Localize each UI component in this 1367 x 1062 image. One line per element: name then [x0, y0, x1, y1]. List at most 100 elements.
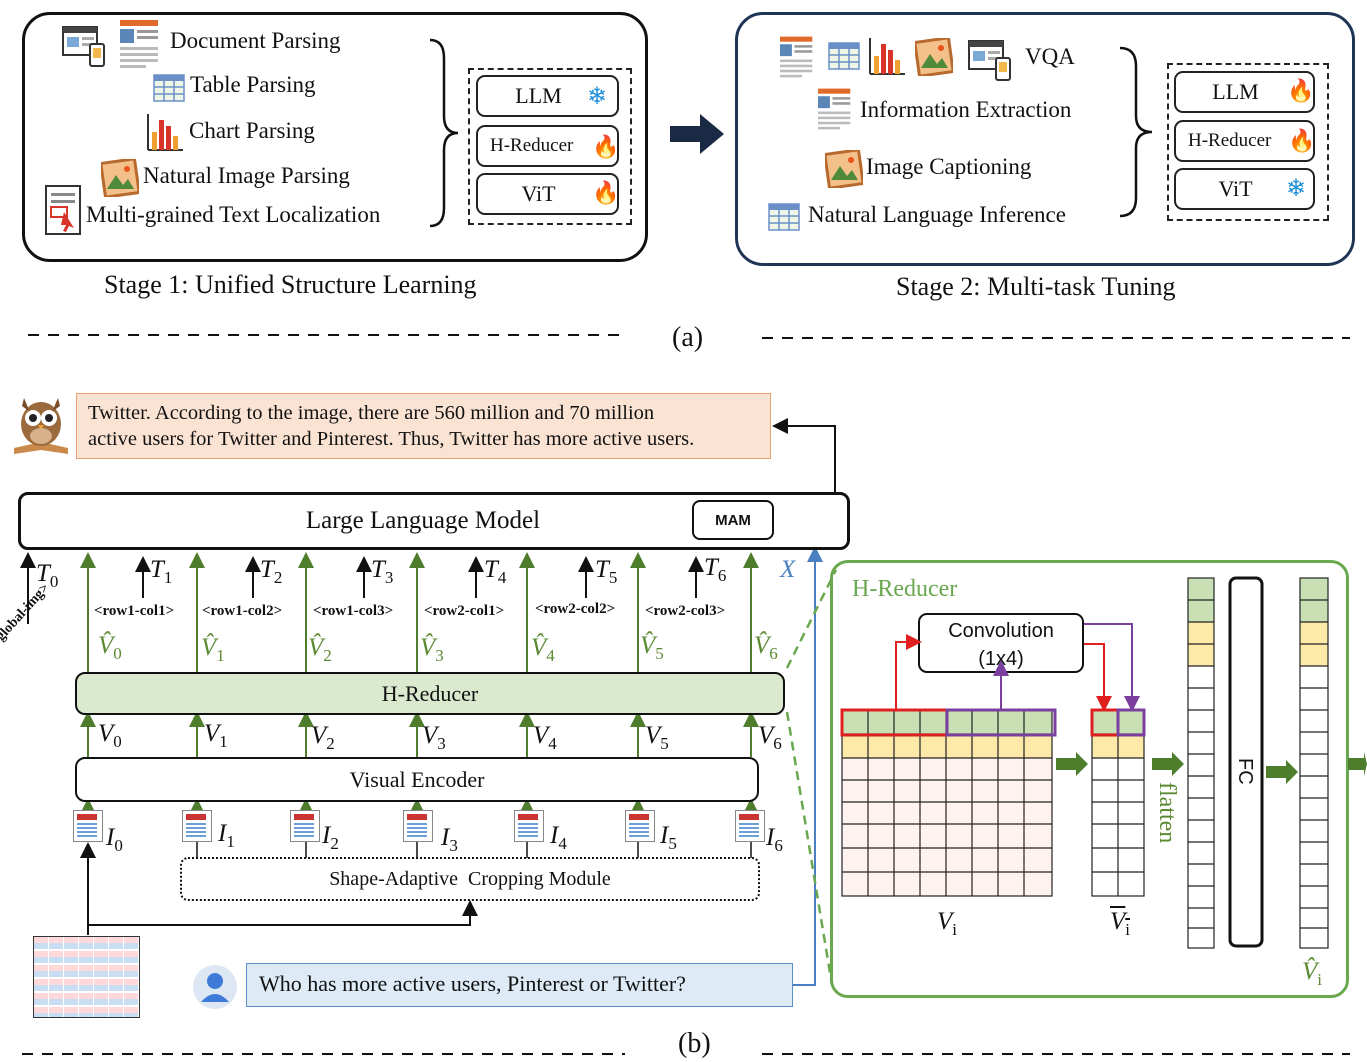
- owl-icon: [14, 398, 68, 454]
- t2-label: T2: [260, 556, 283, 587]
- stage-arrow-icon: [670, 114, 724, 154]
- task-document-parsing: Document Parsing: [170, 28, 341, 53]
- hreducer-detail-graphics: [840, 576, 1367, 949]
- t1-label: T1: [150, 556, 173, 587]
- stage1-llm-module: LLM: [476, 75, 619, 117]
- task-chart-parsing: Chart Parsing: [189, 118, 315, 143]
- t5-label: T5: [595, 556, 618, 587]
- t4-label: T4: [484, 556, 507, 587]
- row-token: <row1-col2>: [202, 603, 283, 619]
- table-icon: [828, 42, 860, 70]
- x-label: X: [780, 556, 796, 583]
- row-token: <row1-col1>: [94, 603, 175, 619]
- flame-icon: 🔥: [1288, 128, 1316, 153]
- fc-label: FC: [1234, 758, 1256, 785]
- stage2-vit-module: ViT: [1174, 168, 1315, 210]
- visual-encoder-block: Visual Encoder: [75, 757, 759, 802]
- snowflake-icon: ❄: [1286, 176, 1307, 202]
- natural-image-icon: [915, 38, 953, 76]
- t0-label: T0: [36, 560, 59, 591]
- t6-label: T6: [704, 554, 727, 585]
- label-a: (a): [672, 322, 704, 353]
- v0-label: V0: [98, 720, 122, 751]
- stage1-modules-box: [468, 68, 632, 225]
- brace-stage1: [429, 38, 459, 228]
- chart-icon: [869, 38, 905, 75]
- row-token: <row1-col3>: [313, 603, 394, 619]
- v4-label: V4: [533, 722, 557, 753]
- web-mobile-icon: [968, 40, 1011, 81]
- stage1-hreducer-module: H-Reducer: [476, 125, 619, 167]
- table-icon: [153, 74, 185, 102]
- v5-label: V5: [645, 722, 669, 753]
- answer-line-2: active users for Twitter and Pinterest. …: [88, 428, 695, 450]
- stage2-caption: Stage 2: Multi-task Tuning: [896, 272, 1176, 301]
- stage1-caption: Stage 1: Unified Structure Learning: [104, 270, 477, 299]
- snowflake-icon: ❄: [587, 84, 608, 110]
- flame-icon: 🔥: [592, 180, 620, 205]
- label-b: (b): [678, 1028, 711, 1059]
- dashed-separator: [28, 334, 1350, 339]
- document-icon: [818, 88, 851, 130]
- flame-icon: 🔥: [592, 134, 620, 159]
- chart-icon: [147, 114, 183, 151]
- natural-image-icon: [101, 159, 139, 197]
- task-vqa: VQA: [1025, 44, 1075, 69]
- i3-label: I3: [441, 824, 458, 855]
- text-localization-icon: [45, 185, 81, 235]
- vhat1-label: V̂1: [201, 634, 225, 665]
- dashed-separator: [22, 1053, 1350, 1055]
- question-box: [246, 963, 793, 1007]
- flame-icon: 🔥: [1287, 78, 1315, 103]
- hreducer-detail-title: H-Reducer: [852, 576, 958, 602]
- task-text-localization: Multi-grained Text Localization: [86, 202, 381, 227]
- question-text: Who has more active users, Pinterest or …: [259, 971, 686, 996]
- answer-line-1: Twitter. According to the image, there a…: [88, 402, 655, 424]
- vhat3-label: V̂3: [420, 634, 444, 665]
- row-token: <row2-col2>: [535, 601, 616, 617]
- hreducer-block: H-Reducer: [75, 672, 785, 715]
- vhat6-label: V̂6: [754, 632, 778, 663]
- i1-label: I1: [218, 820, 235, 851]
- vi-label: Vi: [937, 908, 958, 939]
- i5-label: I5: [660, 822, 677, 853]
- crop-thumbnail: [735, 810, 765, 842]
- vhat2-label: V̂2: [308, 634, 332, 665]
- input-image-thumbnail: [33, 936, 140, 1018]
- answer-box: [76, 393, 771, 459]
- stage2-modules-box: [1167, 63, 1329, 221]
- stage2-llm-module: LLM: [1174, 71, 1315, 113]
- flatten-label: flatten: [1154, 782, 1180, 844]
- i6-label: I6: [766, 824, 783, 855]
- crop-thumbnail: [625, 810, 655, 842]
- v1-label: V1: [204, 720, 228, 751]
- vhat4-label: V̂4: [531, 634, 555, 665]
- natural-image-icon: [825, 150, 863, 188]
- table-icon: [768, 203, 800, 231]
- i0-label: I0: [106, 824, 123, 855]
- i2-label: I2: [322, 822, 339, 853]
- crop-thumbnail: [182, 810, 212, 842]
- stage1-vit-module: ViT: [476, 173, 619, 215]
- crop-thumbnail: [290, 810, 320, 842]
- vhat5-label: V̂5: [640, 632, 664, 663]
- v2-label: V2: [311, 722, 335, 753]
- task-information-extraction: Information Extraction: [860, 97, 1072, 122]
- v3-label: V3: [422, 722, 446, 753]
- vi-hat-label: V̂i: [1302, 958, 1323, 989]
- vhat0-label: V̂0: [98, 632, 122, 663]
- user-avatar-icon: [193, 965, 237, 1009]
- crop-thumbnail: [73, 810, 103, 842]
- task-image-captioning: Image Captioning: [866, 154, 1032, 179]
- crop-thumbnail: [403, 810, 433, 842]
- crop-thumbnail: [514, 810, 544, 842]
- stage2-hreducer-module: H-Reducer: [1174, 120, 1315, 162]
- row-token: <row2-col3>: [645, 603, 726, 619]
- v6-label: V6: [758, 722, 782, 753]
- task-natural-language-inference: Natural Language Inference: [808, 202, 1066, 227]
- vi-bar-label: Vi: [1110, 908, 1131, 939]
- task-table-parsing: Table Parsing: [190, 72, 316, 97]
- i4-label: I4: [550, 822, 567, 853]
- web-mobile-icon: [62, 26, 105, 67]
